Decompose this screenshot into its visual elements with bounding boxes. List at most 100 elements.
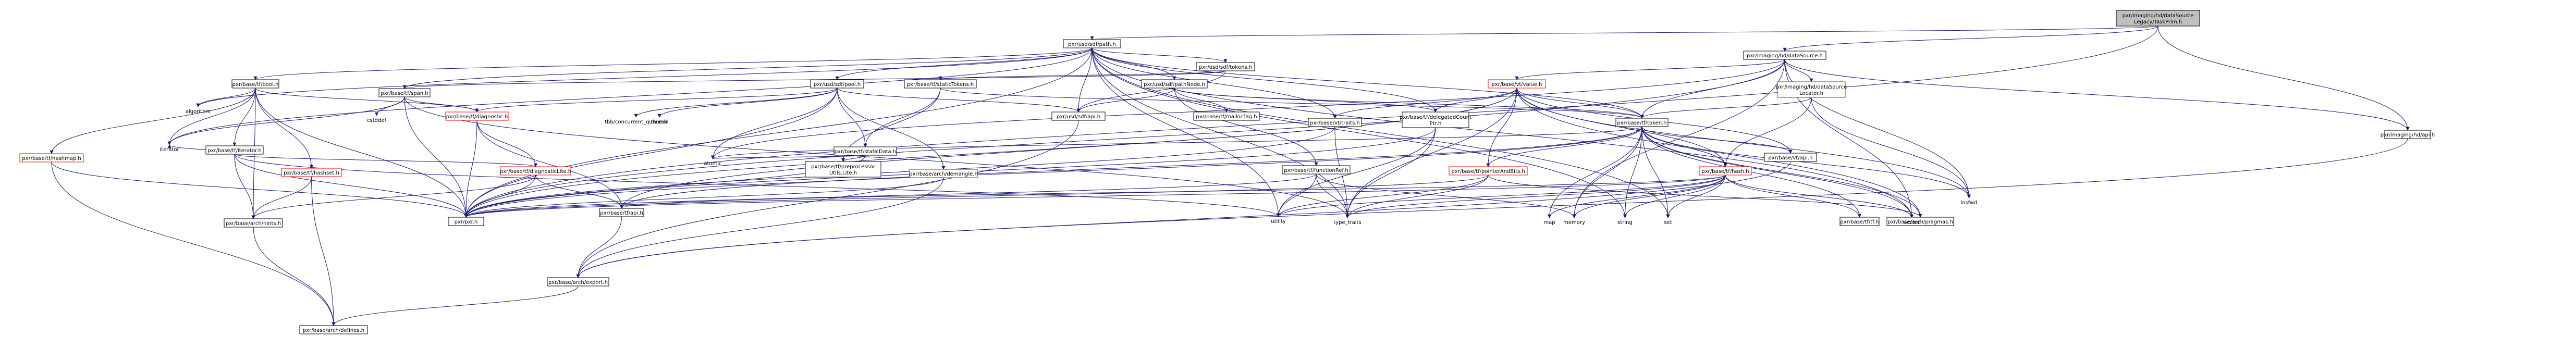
node-label: algorithm	[186, 109, 211, 115]
include-edge-vtvalue-to-archpragmas	[1516, 88, 1922, 218]
include-edge-tfstaticdata-to-tfpreproc	[841, 155, 866, 162]
node-tfapi[interactable]: pxr/base/tf/api.h	[599, 208, 644, 217]
node-label: pxr/base/tf/tf.h	[1841, 219, 1879, 225]
node-tfstatictokens[interactable]: pxr/base/tf/staticTokens.h	[904, 79, 977, 89]
include-edge-sdfpool-to-tfdiagnostic	[475, 88, 838, 113]
node-hddatasource[interactable]: pxr/imaging/hd/dataSource.h	[1743, 51, 1826, 60]
node-archexport[interactable]: pxr/base/arch/export.h	[547, 277, 609, 287]
include-edge-hddatasource-to-pxrh	[464, 59, 1785, 218]
node-label: pxr/base/vt/traits.h	[1310, 120, 1360, 126]
include-edge-root-to-hdapi	[2157, 26, 2410, 131]
node-label: pxr/usd/sdf/pool.h	[814, 82, 861, 88]
node-label: pxr/base/arch/export.h	[548, 280, 608, 285]
include-edge-archexport-to-archdefines	[332, 285, 579, 326]
node-sdfpathnode[interactable]: pxr/usd/sdf/pathNode.h	[1141, 79, 1208, 89]
node-sdfpool[interactable]: pxr/usd/sdf/pool.h	[810, 79, 864, 89]
node-hdapi[interactable]: pxr/imaging/hd/api.h	[2381, 130, 2435, 139]
node-label: pxr/base/tf/span.h	[381, 91, 428, 96]
graph-nodes: pxr/imaging/hd/dataSourceLegacy/TaskPrim…	[19, 10, 2435, 334]
include-edge-hdlocator-to-iosfwd	[1811, 97, 1971, 198]
include-edge-tfdiagnostic-to-tfapi	[476, 120, 623, 209]
node-algorithm: algorithm	[186, 109, 211, 115]
node-tftf[interactable]: pxr/base/tf/tf.h	[1839, 217, 1880, 226]
node-archhints[interactable]: pxr/base/arch/hints.h	[224, 218, 283, 228]
node-label: pxr/base/tf/mallocTag.h	[1196, 114, 1257, 120]
node-sdftokens[interactable]: pxr/usd/sdf/tokens.h	[1196, 62, 1255, 71]
include-edge-tftoken-to-tfapi	[620, 126, 1642, 209]
node-tfstaticdata[interactable]: pxr/base/tf/staticData.h	[833, 146, 897, 156]
node-sdfapi[interactable]: pxr/usd/sdf/api.h	[1051, 111, 1106, 121]
include-edge-vtvalue-to-vttraits	[1333, 88, 1517, 119]
include-edge-tfbool-to-tfiterator	[232, 88, 256, 146]
include-edge-tfdiaglite-to-archhints	[251, 175, 536, 219]
include-edge-vtvalue-to-tfpointerandbits	[1486, 88, 1517, 167]
node-label: pxr/imaging/hd/api.h	[2381, 132, 2435, 138]
node-archdefines[interactable]: pxr/base/arch/defines.h	[299, 325, 368, 334]
include-edge-tfdiaglite-to-tfapi	[535, 175, 623, 209]
include-edge-tfhashmap-to-pxrh	[51, 161, 468, 218]
node-tftoken[interactable]: pxr/base/tf/token.h	[1615, 118, 1669, 127]
include-edge-tfiterator-to-utility	[234, 154, 1280, 217]
node-label: pxr/usd/sdf/pathNode.h	[1144, 82, 1205, 88]
node-tfhash[interactable]: pxr/base/tf/hash.h	[1699, 166, 1752, 176]
include-edge-tffunctionref-to-memory	[1316, 173, 1576, 218]
node-tfmallottag[interactable]: pxr/base/tf/mallocTag.h	[1193, 111, 1260, 121]
include-edge-sdfpath-to-iterator	[167, 47, 1093, 145]
node-root[interactable]: pxr/imaging/hd/dataSourceLegacy/TaskPrim…	[2116, 10, 2200, 27]
node-pxrh[interactable]: pxr/pxr.h	[448, 217, 484, 226]
node-label: pxr/base/tf/bool.h	[232, 82, 279, 88]
include-edge-sdfapi-to-archexport	[576, 120, 1079, 278]
include-edge-hddatasource-to-atomic	[711, 59, 1785, 159]
node-label: Legacy/TaskPrim.h	[2134, 19, 2182, 25]
include-edge-tfhash-to-typetraits	[1345, 175, 1726, 218]
node-label: pxr/usd/sdf/api.h	[1057, 114, 1100, 120]
include-edge-tfspan-to-iterator	[167, 96, 405, 145]
include-edge-tfhash-to-vector	[1725, 175, 1913, 218]
node-tfdiagnostic[interactable]: pxr/base/tf/diagnostic.h	[445, 111, 509, 121]
node-string: string	[1617, 220, 1633, 226]
node-tfspan[interactable]: pxr/base/tf/span.h	[378, 88, 431, 97]
node-tfbool[interactable]: pxr/base/tf/bool.h	[231, 79, 279, 89]
include-edge-tfhash-to-string	[1623, 175, 1726, 218]
node-tfdiaglite[interactable]: pxr/base/tf/diagnosticLite.h	[500, 166, 571, 176]
include-edge-tftoken-to-tfpointerandbits	[1486, 126, 1642, 167]
node-vttraits[interactable]: pxr/base/vt/traits.h	[1308, 118, 1362, 127]
include-edge-tftoken-to-atomic	[711, 126, 1642, 159]
include-edge-hddatasource-to-memory	[1572, 59, 1785, 218]
include-edge-sdfpath-to-tfdelegatedcount	[1091, 47, 1438, 113]
include-edge-sdfpathnode-to-sdfapi	[1076, 88, 1175, 113]
node-gfapi[interactable]: pxr/base/tf/hashset.h	[281, 168, 342, 177]
include-edge-archdemangle-to-archexport	[576, 177, 944, 278]
include-edge-tfhash-to-memory	[1572, 175, 1726, 218]
node-label: pxr/pxr.h	[455, 219, 478, 225]
node-label: pxr/base/tf/token.h	[1617, 120, 1666, 126]
include-edge-tfspan-to-typetraits	[404, 96, 1350, 218]
include-edge-sdftokens-to-sdfapi	[1076, 70, 1226, 113]
include-edge-sdfpath-to-tftoken	[1091, 47, 1644, 119]
include-edge-tfdiaglite-to-pxrh	[464, 175, 536, 218]
include-edge-tfspan-to-tfdiagnostic	[404, 96, 479, 113]
node-tfhashmap[interactable]: pxr/base/tf/hashmap.h	[19, 153, 84, 163]
node-label: pxr/base/vt/api.h	[1769, 155, 1813, 161]
node-tfpointerandbits[interactable]: pxr/base/tf/pointerAndBits.h	[1449, 166, 1528, 176]
include-edge-tfbool-to-pxrh	[255, 88, 468, 218]
node-label: pxr/base/vt/value.h	[1492, 82, 1542, 88]
node-sdfpath[interactable]: pxr/usd/sdf/path.h	[1063, 39, 1121, 48]
node-atomic: atomic	[704, 161, 721, 167]
node-archpragmas[interactable]: pxr/base/arch/pragmas.h	[1886, 217, 1954, 226]
node-tfiterator[interactable]: pxr/base/tf/iterator.h	[205, 145, 264, 155]
include-edge-sdfpathnode-to-tffunctionref	[1174, 88, 1318, 166]
node-vtvalue[interactable]: pxr/base/vt/value.h	[1488, 79, 1546, 89]
include-edge-tftoken-to-vtapi	[1641, 126, 1793, 154]
node-archdemangle[interactable]: pxr/base/arch/demangle.h	[909, 169, 978, 178]
node-tffunctionref[interactable]: pxr/base/tf/functionRef.h	[1282, 165, 1351, 175]
include-edge-vtvalue-to-typetraits	[1345, 88, 1517, 218]
include-edge-tfbool-to-tfdiagnostic	[255, 88, 479, 113]
include-edge-sdfpath-to-sdfapi	[1076, 47, 1093, 113]
node-label: tbb/concurrent_queue.h	[605, 119, 667, 125]
include-edge-hdlocator-to-tfhash	[1723, 97, 1812, 167]
node-vtapi[interactable]: pxr/base/vt/api.h	[1764, 153, 1817, 162]
